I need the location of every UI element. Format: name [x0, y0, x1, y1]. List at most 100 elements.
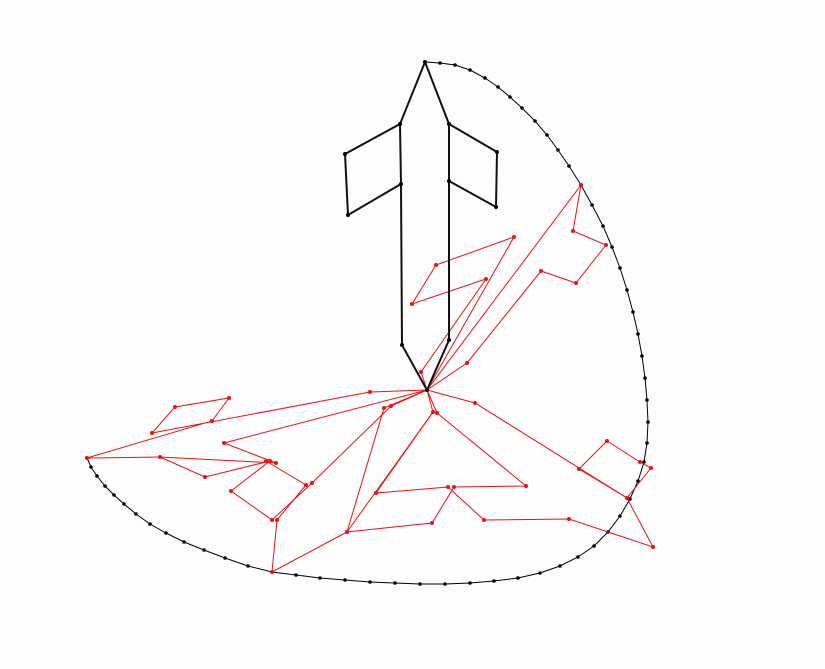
rotated-vertex: [430, 521, 434, 525]
rotated-vertex: [150, 431, 154, 435]
boundary-point: [545, 133, 549, 137]
boundary-point: [576, 555, 580, 559]
boundary-point: [618, 514, 622, 518]
boundary-point: [468, 581, 472, 585]
rotated-vertex: [368, 390, 372, 394]
boundary-point: [508, 95, 512, 99]
rotated-vertex: [268, 459, 272, 463]
boundary-point: [453, 63, 457, 67]
rotated-vertex: [264, 459, 268, 463]
original-vertex: [447, 122, 451, 126]
original-shape-vertices: [343, 60, 499, 392]
boundary-point: [567, 164, 571, 168]
boundary-point: [246, 564, 250, 568]
rotated-vertex: [173, 405, 177, 409]
boundary-point: [318, 576, 322, 580]
original-vertex: [399, 182, 403, 186]
boundary-point: [645, 441, 649, 445]
rotated-vertex: [577, 467, 581, 471]
rotated-vertex: [345, 530, 349, 534]
rotated-vertex: [625, 496, 629, 500]
rotated-vertex: [446, 485, 450, 489]
rotated-vertex: [649, 466, 653, 470]
boundary-point: [631, 310, 635, 314]
boundary-point: [393, 581, 397, 585]
rotated-copy-vertices: [85, 183, 655, 574]
boundary-point: [628, 497, 632, 501]
rotated-vertex: [158, 455, 162, 459]
boundary-point: [468, 68, 472, 72]
boundary-point: [610, 245, 614, 249]
boundary-point: [294, 573, 298, 577]
boundary-point: [601, 224, 605, 228]
boundary-point: [182, 540, 186, 544]
boundary-point: [443, 582, 447, 586]
original-shape: [344, 61, 498, 391]
original-vertex: [343, 152, 347, 156]
rotated-vertex: [85, 456, 89, 460]
rotated-vertex: [571, 229, 575, 233]
original-vertex: [447, 338, 451, 342]
boundary-point: [122, 502, 126, 506]
rotated-vertex: [222, 441, 226, 445]
rotated-vertex: [210, 419, 214, 423]
rotated-vertex: [579, 183, 583, 187]
boundary-point: [103, 484, 107, 488]
original-right-fin: [448, 123, 498, 208]
rotated-vertex: [465, 361, 469, 365]
rotated-vertex: [374, 491, 378, 495]
rotated-vertex: [304, 483, 308, 487]
rotated-vertex: [539, 269, 543, 273]
rotated-vertex: [482, 518, 486, 522]
boundary-point: [164, 531, 168, 535]
boundary-point: [646, 420, 650, 424]
original-vertex: [423, 60, 427, 64]
boundary-point: [618, 266, 622, 270]
rotated-vertex: [275, 518, 279, 522]
boundary-point: [223, 556, 227, 560]
boundary-point: [134, 512, 138, 516]
rotated-vertex: [310, 481, 314, 485]
boundary-point: [642, 460, 646, 464]
boundary-point: [202, 548, 206, 552]
boundary-point: [625, 288, 629, 292]
original-left-fin: [344, 123, 402, 216]
original-fuselage: [399, 61, 450, 391]
rotated-vertex: [227, 396, 231, 400]
rotated-vertex: [604, 243, 608, 247]
boundary-point: [520, 106, 524, 110]
original-vertex: [494, 205, 498, 209]
rotated-vertex: [229, 489, 233, 493]
boundary-point: [95, 474, 99, 478]
rotated-vertex: [382, 406, 386, 410]
rotated-vertex: [473, 401, 477, 405]
rotated-vertex: [435, 411, 439, 415]
original-vertex: [400, 343, 404, 347]
rotated-vertex: [484, 277, 488, 281]
rotated-vertex: [410, 302, 414, 306]
rotated-vertex: [651, 545, 655, 549]
rotated-vertex: [638, 460, 642, 464]
boundary-point: [418, 582, 422, 586]
boundary-point: [148, 522, 152, 526]
rotated-vertex: [431, 410, 435, 414]
rotated-copies: [86, 184, 655, 573]
rotated-vertex: [419, 370, 423, 374]
boundary-point: [558, 564, 562, 568]
original-vertex: [425, 388, 429, 392]
boundary-point: [368, 580, 372, 584]
rotated-vertex: [574, 281, 578, 285]
boundary-line: [86, 61, 649, 585]
boundary-point: [89, 465, 93, 469]
boundary-point: [645, 398, 649, 402]
rotated-vertex: [270, 518, 274, 522]
rotated-vertex: [605, 439, 609, 443]
boundary-point: [556, 148, 560, 152]
rotated-vertex: [452, 485, 456, 489]
boundary-point: [492, 579, 496, 583]
original-vertex: [398, 122, 402, 126]
boundary-point: [343, 578, 347, 582]
boundary-point: [516, 576, 520, 580]
